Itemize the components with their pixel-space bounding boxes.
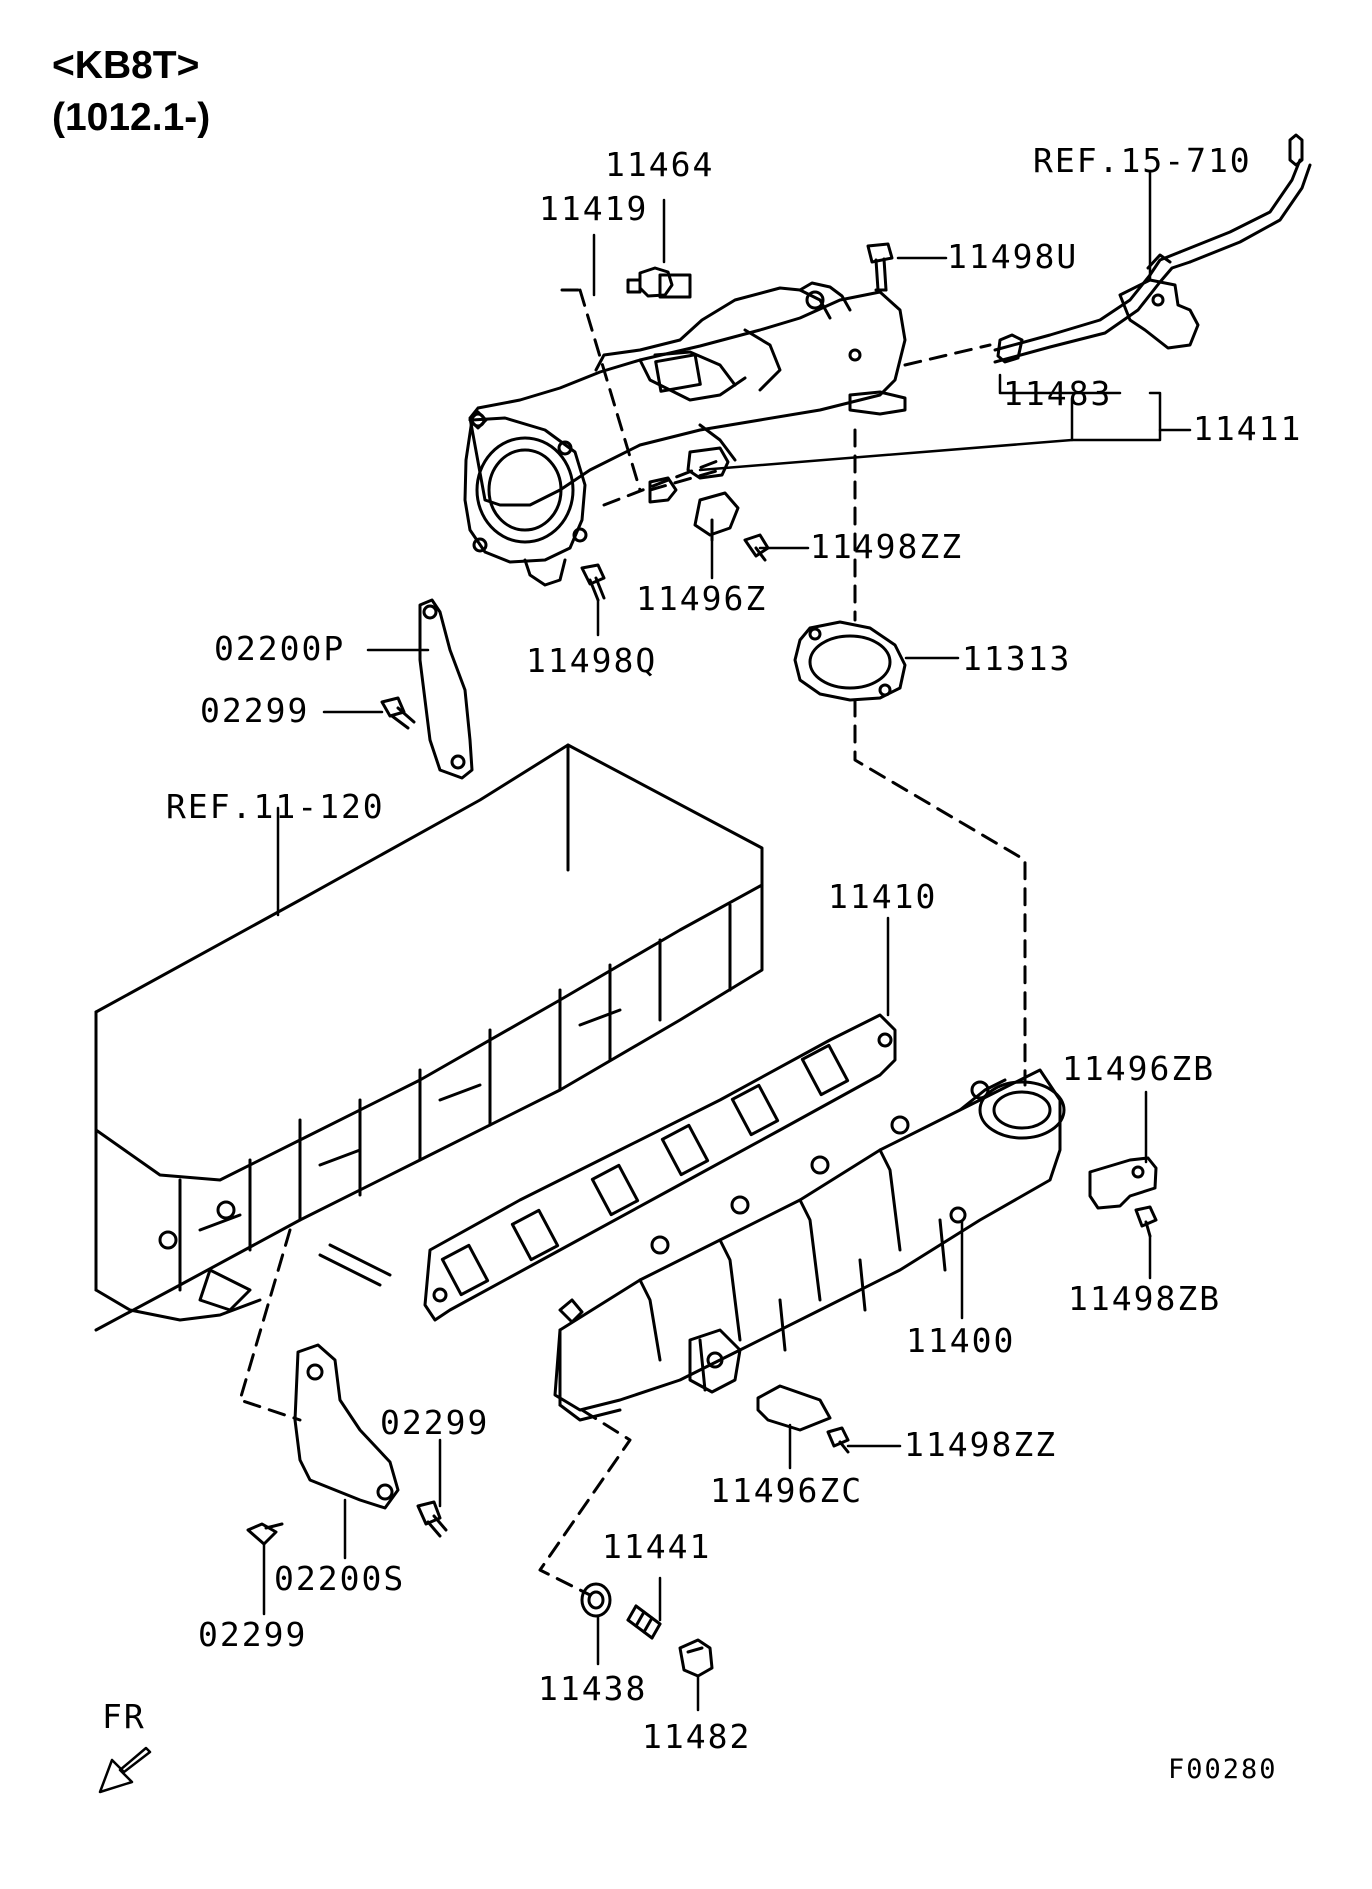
model-code: <KB8T> — [52, 44, 200, 87]
bolt-11498ZZ-bottom — [826, 1426, 850, 1454]
bolt-02299-mid — [416, 1500, 448, 1538]
label-ref-11-120: REF.11-120 — [166, 787, 385, 826]
bracket-02200S — [293, 1343, 400, 1510]
bolt-11498Q — [580, 563, 606, 602]
front-arrow-icon — [98, 1746, 152, 1794]
plug-11482 — [678, 1638, 714, 1678]
pressure-sensor-11464 — [626, 266, 692, 299]
label-11410: 11410 — [828, 877, 937, 916]
production-range: (1012.1-) — [52, 96, 211, 139]
label-11496ZB: 11496ZB — [1062, 1049, 1215, 1088]
label-11482: 11482 — [642, 1717, 751, 1756]
label-11419: 11419 — [539, 189, 648, 228]
label-11498ZB: 11498ZB — [1068, 1279, 1221, 1318]
leader-lines — [262, 170, 1192, 1712]
intake-manifold-11400 — [553, 1068, 1066, 1422]
label-02299-bottom: 02299 — [198, 1615, 307, 1654]
throttle-body-assembly — [463, 133, 1312, 702]
label-11498ZZ-top: 11498ZZ — [810, 527, 963, 566]
label-11498U: 11498U — [947, 237, 1078, 276]
label-11498Q: 11498Q — [526, 641, 657, 680]
bolt-11498U — [866, 242, 894, 292]
assembly-lines — [238, 288, 1027, 1597]
label-ref-15-710: REF.15-710 — [1033, 141, 1252, 180]
label-11411: 11411 — [1193, 409, 1302, 448]
part-labels: 11464 11419 REF.15-710 11498U 11483 1141… — [102, 141, 1302, 1785]
label-11441: 11441 — [602, 1527, 711, 1566]
bracket-11496Z — [693, 491, 740, 542]
spring-11441 — [626, 1604, 662, 1640]
washer-11438 — [580, 1582, 612, 1618]
label-11498ZZ-bottom: 11498ZZ — [904, 1425, 1057, 1464]
label-front: FR — [102, 1697, 146, 1736]
label-02200S: 02200S — [274, 1559, 405, 1598]
label-11464: 11464 — [605, 145, 714, 184]
label-11438: 11438 — [538, 1669, 647, 1708]
bracket-11496ZC — [756, 1384, 832, 1432]
label-11313: 11313 — [962, 639, 1071, 678]
label-11483: 11483 — [1003, 374, 1112, 413]
bolt-02299-top — [380, 696, 416, 730]
label-02299-top: 02299 — [200, 691, 309, 730]
bracket-11496ZB — [1088, 1156, 1158, 1210]
cylinder-head — [94, 743, 764, 1332]
label-02299-mid: 02299 — [380, 1403, 489, 1442]
label-11496ZC: 11496ZC — [710, 1471, 863, 1510]
bolt-02299-bottom — [246, 1522, 284, 1546]
label-11400: 11400 — [906, 1321, 1015, 1360]
manifold-gasket-11410 — [423, 1013, 897, 1322]
bracket-02200P — [418, 598, 474, 780]
bolt-11498ZB — [1134, 1205, 1158, 1238]
label-02200P: 02200P — [214, 629, 345, 668]
label-11496Z: 11496Z — [636, 579, 767, 618]
figure-code: F00280 — [1168, 1754, 1278, 1785]
